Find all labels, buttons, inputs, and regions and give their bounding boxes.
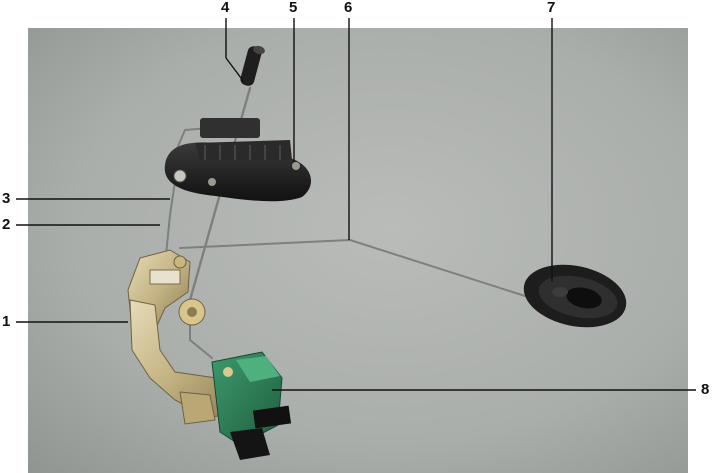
lock-cylinder-rod: [189, 319, 213, 359]
callout-1: 1: [2, 313, 11, 330]
callout-2: 2: [2, 216, 11, 233]
outer-handle-rod: [165, 174, 177, 256]
rod-to-inner-handle: [179, 239, 351, 249]
callout-5: 5: [289, 0, 298, 16]
leader-lines: [16, 18, 696, 391]
door-latch-mechanism: [127, 249, 241, 425]
callout-3: 3: [2, 190, 11, 207]
central-lock-actuator: [211, 351, 292, 460]
handle-fastener-screw: [292, 162, 300, 170]
leader-4b: [225, 57, 245, 83]
callout-8: 8: [701, 381, 710, 398]
photo-background: [28, 28, 688, 473]
outer-door-handle: [164, 118, 312, 202]
callout-4: 4: [221, 0, 230, 16]
callout-6: 6: [344, 0, 353, 16]
lock-button: [240, 45, 265, 86]
callout-7: 7: [547, 0, 556, 16]
inner-door-handle: [523, 264, 627, 328]
rod-to-inner-handle-2: [349, 239, 526, 297]
